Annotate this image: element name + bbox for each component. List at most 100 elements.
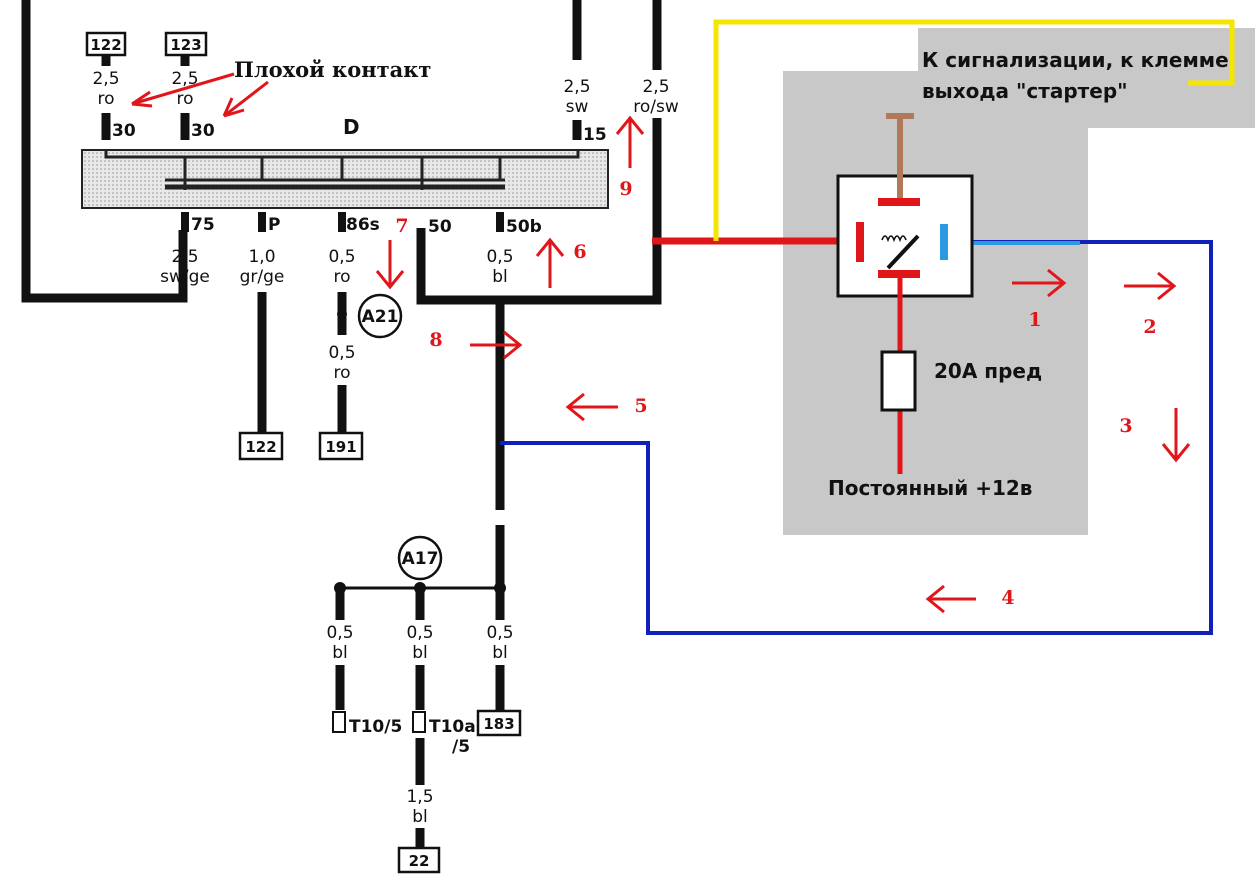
wire-size: 2,5: [171, 69, 198, 89]
pin-50b: 50b: [506, 217, 542, 237]
arrow-1: [1012, 268, 1067, 298]
arrow-number-4: 4: [1001, 587, 1014, 609]
arrow-number-6: 6: [573, 241, 586, 263]
connector-label: T10a: [429, 717, 476, 737]
relay-coil-lead: [886, 113, 914, 200]
wire-color: ro: [333, 267, 350, 287]
wire-color: ro: [333, 363, 350, 383]
wire-rosw-loop: [416, 118, 662, 305]
arrow-number-3: 3: [1119, 415, 1132, 437]
pin-50: 50: [428, 217, 452, 237]
relay-panel: [783, 71, 1088, 535]
component-d-label: D: [343, 115, 360, 139]
wire-size: 0,5: [328, 247, 355, 267]
connector-label: 122: [90, 36, 121, 54]
wire-color: bl: [332, 643, 348, 663]
wire-color: bl: [492, 643, 508, 663]
yellow-wire: [713, 19, 1235, 241]
pin-p: P: [268, 215, 280, 235]
arrow-6: [535, 237, 565, 288]
blue-wire: [500, 240, 1213, 635]
wire-color: bl: [412, 643, 428, 663]
relay-contact-bottom: [878, 270, 920, 278]
frame-wire-left: [21, 0, 188, 303]
arrow-4: [925, 584, 976, 614]
arrow-number-1: 1: [1028, 309, 1041, 331]
circle-label: A21: [362, 307, 399, 327]
component-a21: A21: [357, 293, 403, 339]
wire-color: gr/ge: [240, 267, 285, 287]
wire-color: ro/sw: [633, 97, 679, 117]
fuse: [880, 350, 917, 412]
connector-22: 22: [397, 846, 441, 874]
pin-30a: 30: [112, 121, 136, 141]
wire-size: 2,5: [171, 247, 198, 267]
connector-sublabel: /5: [452, 737, 470, 757]
arrow-number-7: 7: [395, 215, 408, 237]
node-3: [494, 582, 506, 594]
relay-coil-top: [878, 198, 920, 206]
bad-contact-arrow-1: [131, 72, 235, 108]
wire-color: bl: [492, 267, 508, 287]
pin-15: 15: [583, 125, 607, 145]
wire-color: bl: [412, 807, 428, 827]
wire-size: 0,5: [486, 247, 513, 267]
alarm-note-line1: К сигнализации, к клемме: [922, 48, 1229, 72]
circle-label: A17: [402, 549, 439, 569]
wire-size: 2,5: [642, 77, 669, 97]
connector-label: 22: [409, 852, 430, 870]
connector-122-bottom: 122: [238, 431, 284, 461]
wire-color: sw: [566, 97, 589, 117]
relay-switch-arm: [886, 234, 920, 270]
node-a21: [337, 309, 347, 319]
arrow-number-9: 9: [619, 178, 632, 200]
pin-30b: 30: [191, 121, 215, 141]
arrow-number-2: 2: [1143, 316, 1156, 338]
alarm-note-line2: выхода "стартер": [922, 79, 1128, 103]
arrow-9: [615, 115, 645, 168]
connector-183: 183: [476, 709, 522, 737]
relay-contact-left: [856, 222, 864, 262]
connector-label: 191: [325, 438, 356, 456]
pin-86s: 86s: [346, 215, 380, 235]
connector-191: 191: [318, 431, 364, 461]
wire-color: sw/ge: [160, 267, 210, 287]
arrow-7: [375, 240, 405, 290]
switch-internal: [104, 150, 580, 190]
wire-size: 0,5: [326, 623, 353, 643]
relay-coil: [881, 235, 907, 243]
connector-label: 183: [483, 715, 514, 733]
wire-color: ro: [176, 89, 193, 109]
wire-size: 1,5: [406, 787, 433, 807]
wire-size: 1,0: [248, 247, 275, 267]
connector-label: 123: [170, 36, 201, 54]
connector-t10a: T10a /5: [412, 711, 476, 757]
wire-size: 0,5: [486, 623, 513, 643]
arrow-8: [470, 330, 523, 360]
connector-123-top: 123: [164, 31, 208, 57]
arrow-5: [565, 392, 618, 422]
connector-label: 122: [245, 438, 276, 456]
fuse-label: 20А пред: [934, 359, 1042, 383]
wire-size: 2,5: [92, 69, 119, 89]
wire-size: 0,5: [406, 623, 433, 643]
arrow-3: [1161, 408, 1191, 463]
pin-75: 75: [191, 215, 215, 235]
relay-contact-right: [940, 224, 948, 260]
connector-122-top: 122: [85, 31, 127, 57]
wire-size: 2,5: [563, 77, 590, 97]
constant-12v-label: Постоянный +12в: [828, 476, 1032, 500]
arrow-2: [1124, 271, 1177, 301]
bad-contact-label: Плохой контакт: [234, 57, 431, 82]
arrow-number-8: 8: [429, 329, 442, 351]
red-arrows: [375, 115, 1191, 614]
connector-t10-5: T10/5: [332, 711, 402, 737]
wire-color: ro: [97, 89, 114, 109]
bad-contact-arrow-2: [222, 80, 269, 118]
connector-label: T10/5: [349, 717, 402, 737]
wire-size: 0,5: [328, 343, 355, 363]
alarm-note-box: [918, 28, 1255, 128]
component-a17: A17: [397, 535, 443, 581]
arrow-number-5: 5: [634, 395, 647, 417]
